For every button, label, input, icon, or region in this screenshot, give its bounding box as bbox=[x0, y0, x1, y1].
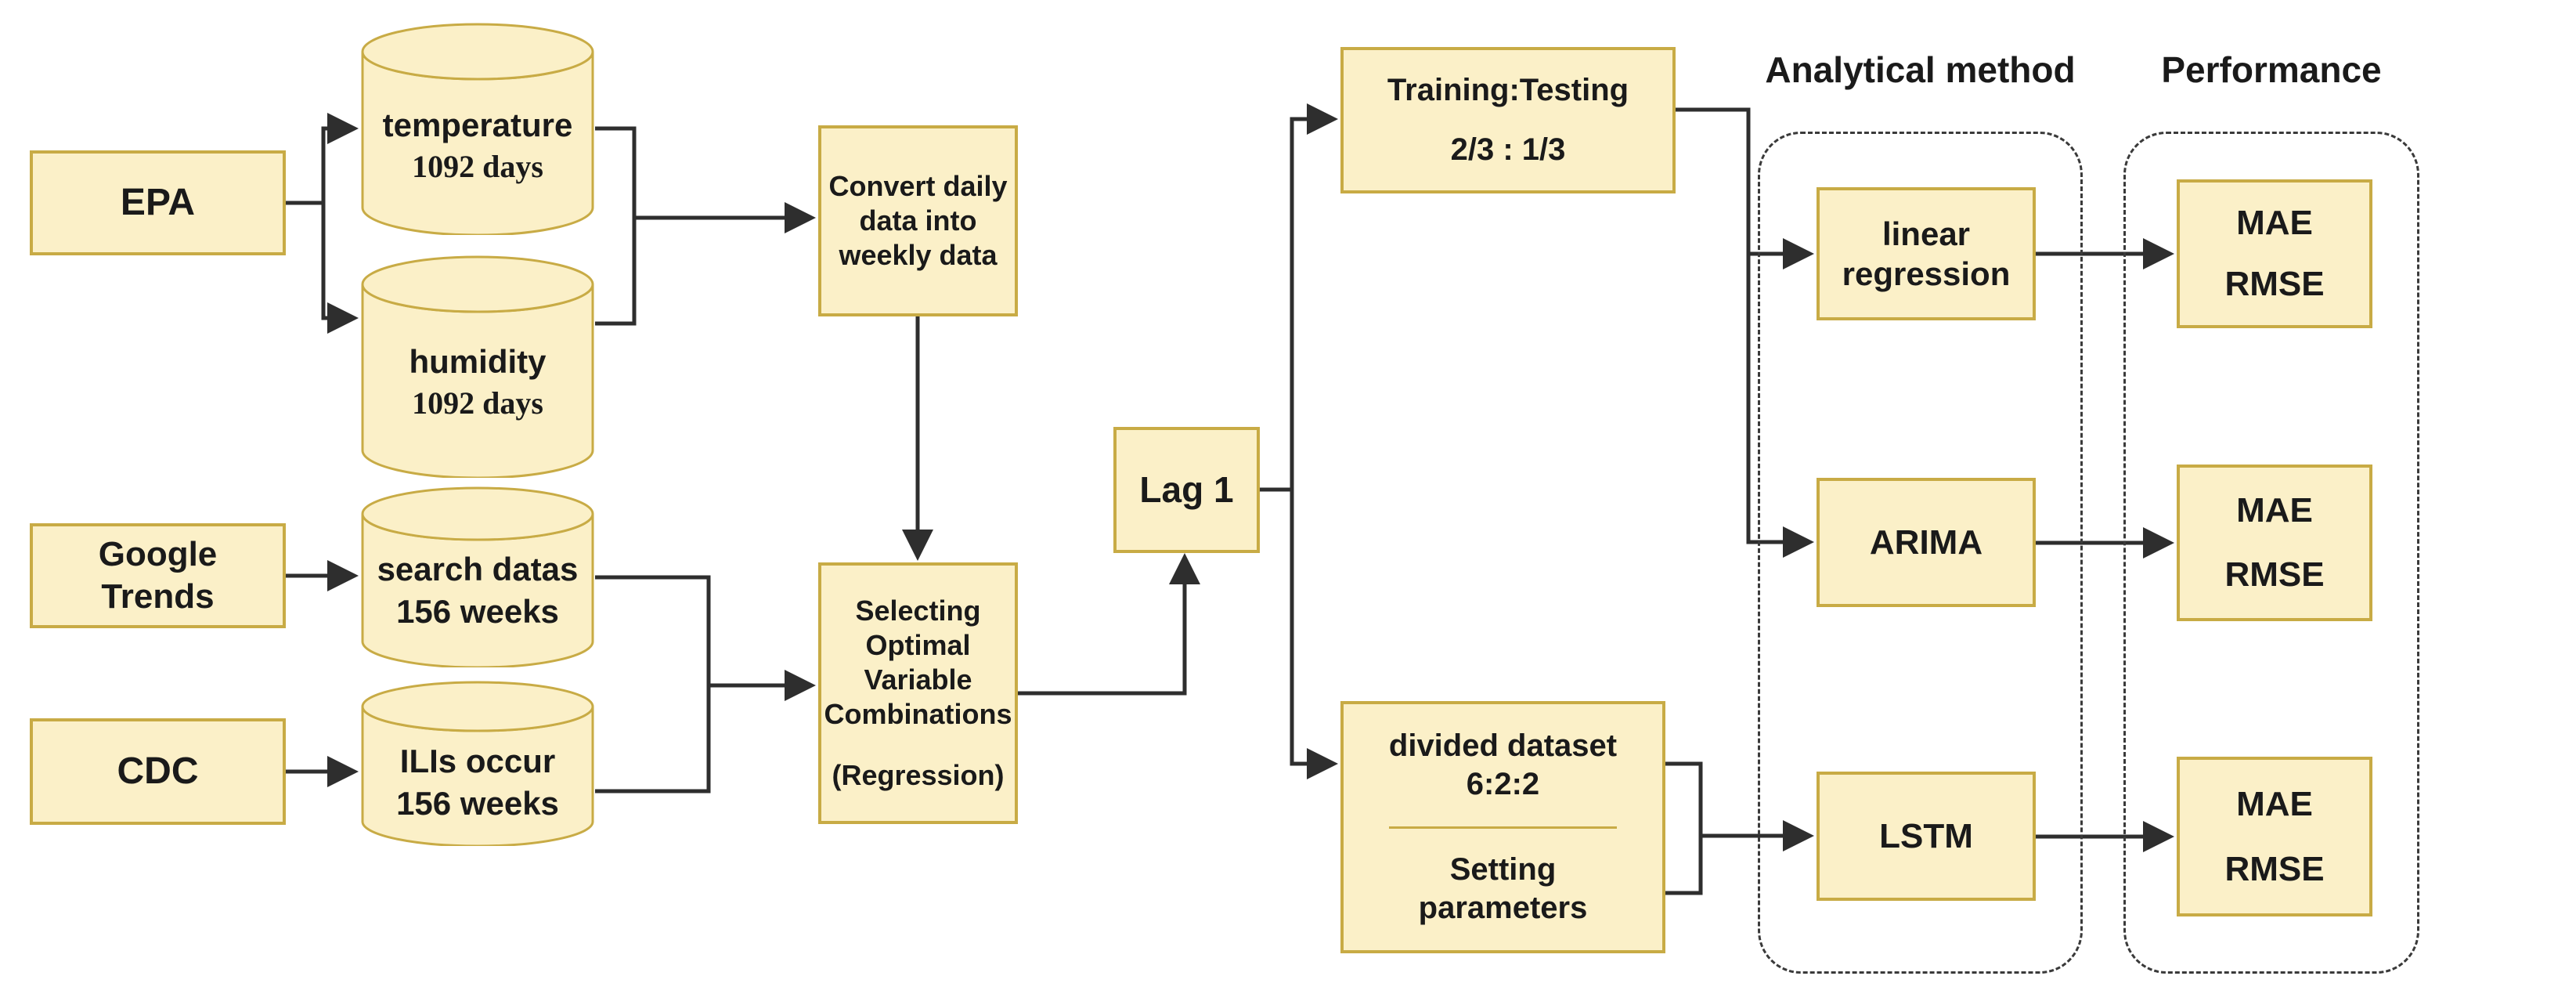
connector-epa-to-humidity bbox=[321, 203, 359, 334]
divided-dataset-ratio: 6:2:2 bbox=[1466, 766, 1540, 801]
analytical-method-heading: Analytical method bbox=[1765, 49, 2076, 90]
selecting-line4: Combinations bbox=[824, 697, 1012, 730]
linear-regression-line1: linear bbox=[1881, 215, 1971, 252]
temperature-datastore: temperature 1092 days bbox=[360, 22, 595, 235]
lag1-box: Lag 1 bbox=[1113, 427, 1260, 553]
google-trends-label-line2: Trends bbox=[101, 577, 215, 616]
divided-dataset-line1: divided dataset bbox=[1388, 728, 1618, 763]
temperature-duration: 1092 days bbox=[412, 148, 543, 184]
humidity-datastore: humidity 1092 days bbox=[360, 255, 595, 478]
google-trends-label-line1: Google bbox=[98, 535, 218, 574]
lstm-label: LSTM bbox=[1879, 816, 1973, 855]
selecting-optimal-box: Selecting Optimal Variable Combinations … bbox=[818, 562, 1018, 824]
arima-box: ARIMA bbox=[1817, 478, 2036, 607]
arima-label: ARIMA bbox=[1869, 522, 1983, 562]
lag1-label: Lag 1 bbox=[1139, 469, 1234, 511]
connector-selecting-to-lag bbox=[1018, 553, 1200, 696]
connector-training-to-linear bbox=[1676, 107, 1814, 269]
humidity-label: humidity bbox=[409, 343, 547, 380]
google-trends-box: Google Trends bbox=[30, 523, 286, 628]
setting-parameters-cell: Setting parameters bbox=[1419, 829, 1588, 951]
convert-daily-box: Convert daily data into weekly data bbox=[818, 125, 1018, 316]
connector-divided-bracket bbox=[1665, 761, 1703, 895]
mae-label-2: MAE bbox=[2236, 491, 2313, 530]
humidity-duration: 1092 days bbox=[412, 385, 543, 421]
performance-box-1: MAE RMSE bbox=[2177, 179, 2372, 328]
connector-search-ilis-merge bbox=[595, 575, 711, 794]
cdc-box: CDC bbox=[30, 718, 286, 825]
connector-lag-to-divided bbox=[1290, 490, 1338, 779]
convert-line3: weekly data bbox=[839, 238, 998, 271]
cylinder-shape-icon bbox=[361, 486, 594, 667]
ilis-occur-label: ILIs occur bbox=[399, 742, 556, 779]
rmse-label-2: RMSE bbox=[2224, 555, 2325, 595]
divided-dataset-cell: divided dataset 6:2:2 bbox=[1388, 704, 1618, 829]
temperature-label: temperature bbox=[382, 106, 573, 143]
performance-box-3: MAE RMSE bbox=[2177, 757, 2372, 916]
divided-dataset-stack-box: divided dataset 6:2:2 Setting parameters bbox=[1340, 701, 1665, 953]
connector-training-to-arima bbox=[1746, 254, 1814, 558]
rmse-label-1: RMSE bbox=[2224, 265, 2325, 304]
selecting-line1: Selecting bbox=[855, 595, 981, 627]
search-datas-label: search datas bbox=[377, 550, 579, 587]
search-datas-datastore: search datas 156 weeks bbox=[360, 486, 595, 667]
ilis-occur-duration: 156 weeks bbox=[396, 784, 559, 822]
selecting-line3: Variable bbox=[864, 663, 972, 696]
cylinder-shape-icon bbox=[361, 23, 594, 235]
performance-heading: Performance bbox=[2161, 49, 2382, 90]
mae-label-1: MAE bbox=[2236, 203, 2313, 242]
selecting-line5: (Regression) bbox=[832, 758, 1005, 791]
training-testing-ratio: 2/3 : 1/3 bbox=[1450, 132, 1566, 168]
rmse-label-3: RMSE bbox=[2224, 849, 2325, 888]
setting-parameters-line2: parameters bbox=[1418, 891, 1588, 926]
ilis-occur-datastore: ILIs occur 156 weeks bbox=[360, 680, 595, 846]
epa-label: EPA bbox=[120, 181, 196, 223]
selecting-line2: Optimal bbox=[865, 629, 971, 662]
connector-lag-to-training bbox=[1290, 103, 1338, 490]
performance-box-2: MAE RMSE bbox=[2177, 465, 2372, 621]
analytical-method-group-frame bbox=[1758, 132, 2083, 974]
connector-temp-humidity-merge bbox=[595, 126, 637, 326]
linear-regression-box: linear regression bbox=[1817, 187, 2036, 320]
lstm-box: LSTM bbox=[1817, 772, 2036, 901]
cylinder-shape-icon bbox=[361, 255, 594, 478]
search-datas-duration: 156 weeks bbox=[396, 592, 559, 630]
performance-group-frame bbox=[2123, 132, 2419, 974]
training-testing-line1: Training:Testing bbox=[1387, 73, 1629, 108]
connector-epa-to-temperature bbox=[321, 113, 359, 203]
training-testing-box: Training:Testing 2/3 : 1/3 bbox=[1340, 47, 1676, 193]
cylinder-shape-icon bbox=[361, 681, 594, 846]
mae-label-3: MAE bbox=[2236, 784, 2313, 823]
convert-line1: Convert daily bbox=[828, 170, 1008, 203]
linear-regression-line2: regression bbox=[1842, 255, 2011, 292]
cdc-label: CDC bbox=[117, 750, 199, 792]
setting-parameters-line1: Setting bbox=[1449, 852, 1557, 888]
epa-box: EPA bbox=[30, 150, 286, 255]
convert-line2: data into bbox=[859, 204, 977, 237]
